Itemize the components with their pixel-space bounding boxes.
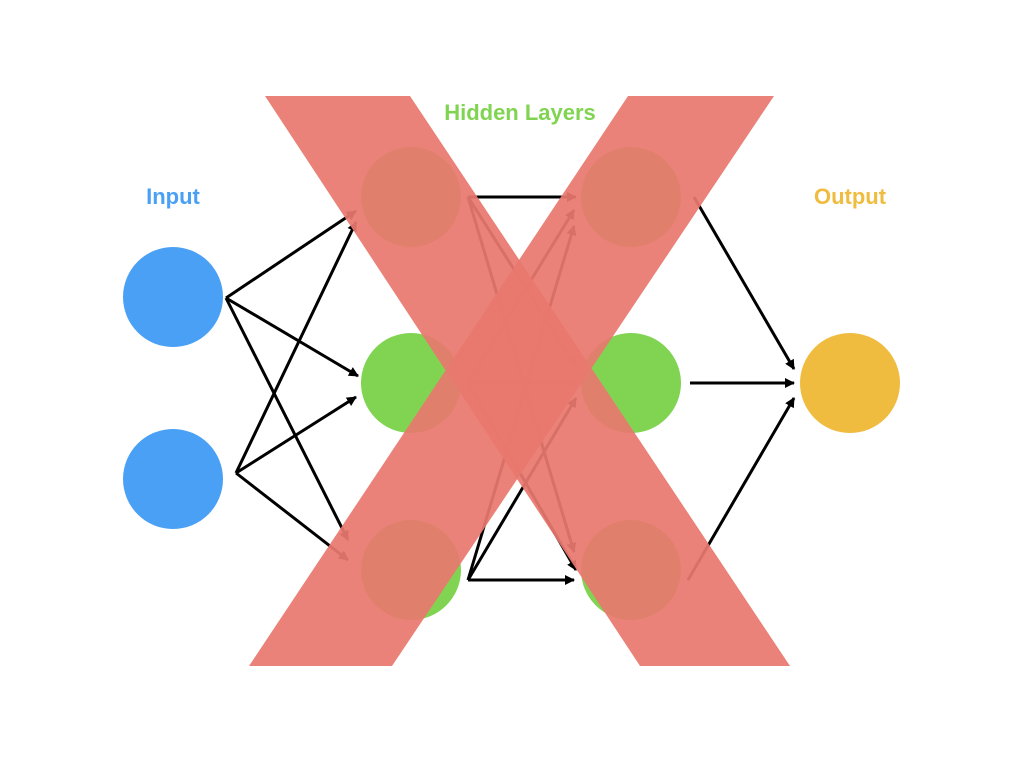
connection-arrow: [225, 296, 359, 378]
input-node: [123, 247, 223, 347]
connection-arrow: [692, 196, 796, 370]
hidden-layers-label: Hidden Layers: [444, 100, 596, 125]
output-layer-label: Output: [814, 184, 887, 209]
connection-arrow: [224, 297, 350, 541]
connection-arrow: [235, 395, 357, 475]
input-node: [123, 429, 223, 529]
output-node: [800, 333, 900, 433]
cross-stroke: [249, 96, 774, 666]
connection-arrow: [234, 221, 358, 474]
cross-out-overlay: [249, 96, 790, 666]
input-layer: [123, 247, 223, 529]
connection-arrow: [225, 209, 357, 300]
input-layer-label: Input: [146, 184, 200, 209]
output-layer: [800, 333, 900, 433]
